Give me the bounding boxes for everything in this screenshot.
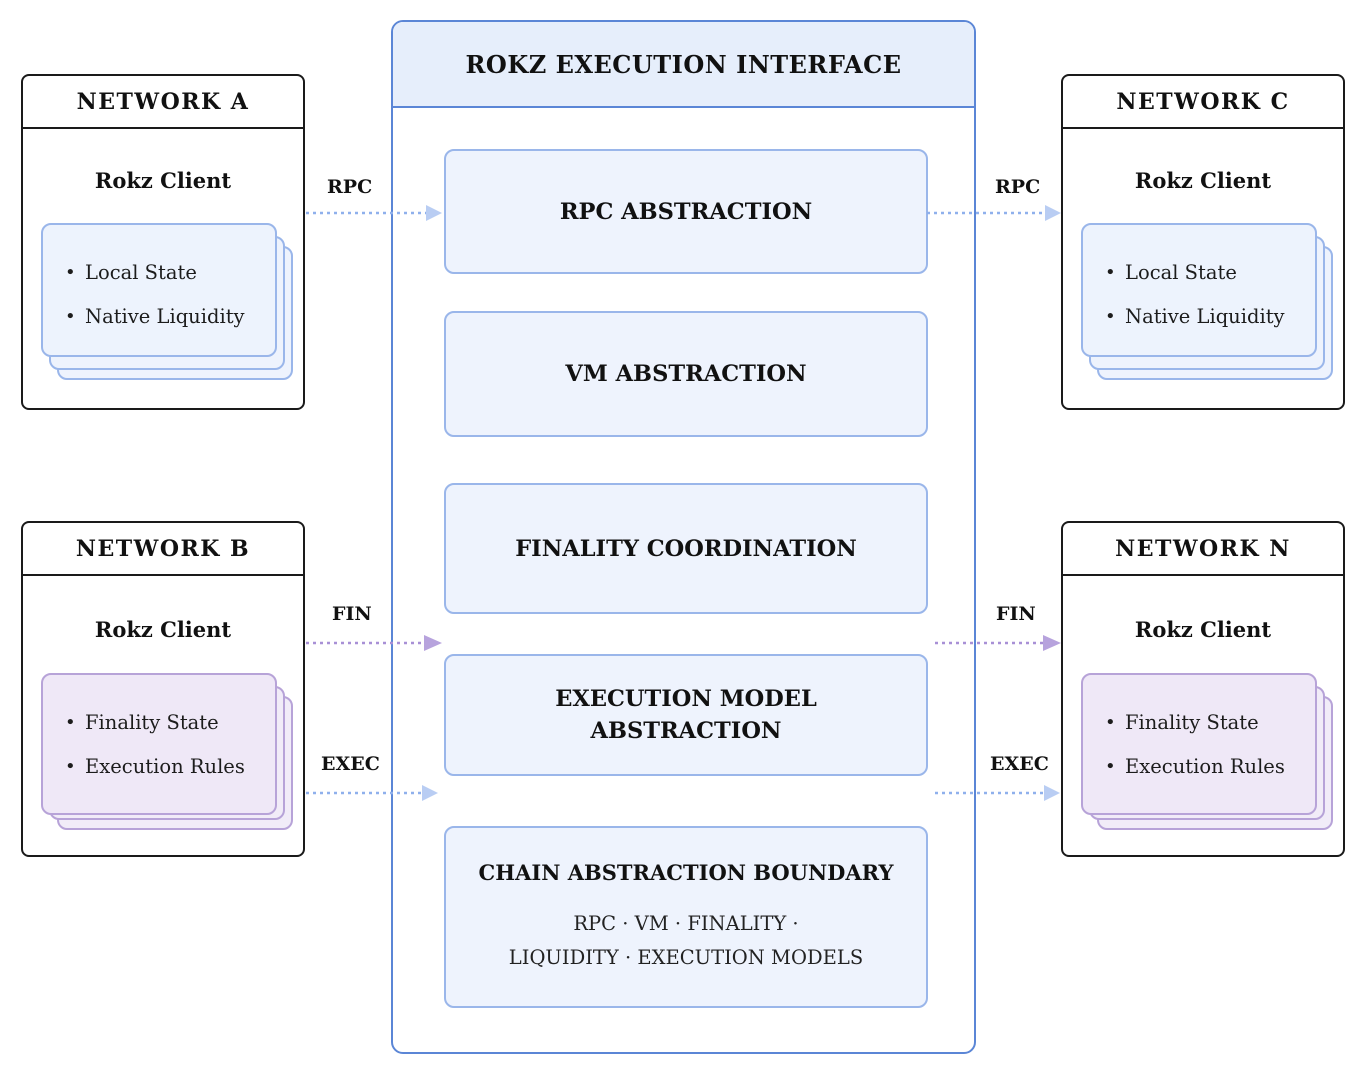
execution-interface-title: ROKZ EXECUTION INTERFACE: [393, 22, 974, 108]
fin-right-arrow-head: [1043, 635, 1061, 651]
execution-model-layer: EXECUTION MODEL ABSTRACTION: [444, 654, 928, 776]
network-b-item: Finality State: [65, 701, 275, 745]
rpc-left-label: RPC: [327, 176, 373, 198]
network-b-client-title: Rokz Client: [94, 617, 232, 642]
network-c-state-card: Local State Native Liquidity: [1081, 223, 1317, 357]
boundary-title: CHAIN ABSTRACTION BOUNDARY: [478, 859, 894, 885]
network-a-title: NETWORK A: [23, 76, 303, 129]
execution-interface-panel: ROKZ EXECUTION INTERFACE RPC ABSTRACTION…: [391, 20, 976, 1054]
rpc-right-arrow-head: [1045, 205, 1061, 221]
network-a-box: NETWORK A Rokz Client Local State Native…: [21, 74, 305, 410]
finality-coordination-title: FINALITY COORDINATION: [515, 535, 857, 562]
network-b-state-card: Finality State Execution Rules: [41, 673, 277, 815]
chain-abstraction-boundary: CHAIN ABSTRACTION BOUNDARY RPC · VM · FI…: [444, 826, 928, 1008]
boundary-scope-line2: LIQUIDITY · EXECUTION MODELS: [508, 945, 864, 969]
network-a-client-title: Rokz Client: [94, 168, 232, 193]
network-a-item: Local State: [65, 251, 275, 295]
execution-model-title-line2: ABSTRACTION: [590, 718, 782, 744]
fin-left-arrow-head: [424, 635, 442, 651]
exec-left-arrow-head: [422, 785, 438, 801]
finality-coordination-layer: FINALITY COORDINATION: [444, 483, 928, 614]
network-a-state-card: Local State Native Liquidity: [41, 223, 277, 357]
network-b-box: NETWORK B Rokz Client Finality State Exe…: [21, 521, 305, 857]
network-b-title: NETWORK B: [23, 523, 303, 576]
network-c-client-title: Rokz Client: [1134, 168, 1272, 193]
network-n-box: NETWORK N Rokz Client Finality State Exe…: [1061, 521, 1345, 857]
network-c-item: Native Liquidity: [1105, 295, 1315, 339]
network-c-item: Local State: [1105, 251, 1315, 295]
fin-right-label: FIN: [996, 603, 1036, 625]
network-n-title: NETWORK N: [1063, 523, 1343, 576]
network-b-item: Execution Rules: [65, 745, 275, 789]
network-c-box: NETWORK C Rokz Client Local State Native…: [1061, 74, 1345, 410]
fin-left-label: FIN: [332, 603, 372, 625]
boundary-scope-line1: RPC · VM · FINALITY ·: [573, 911, 799, 935]
exec-right-label: EXEC: [990, 753, 1049, 775]
execution-model-title-line1: EXECUTION MODEL: [555, 686, 817, 712]
network-n-client-title: Rokz Client: [1134, 617, 1272, 642]
vm-abstraction-layer: VM ABSTRACTION: [444, 311, 928, 437]
network-n-item: Finality State: [1105, 701, 1315, 745]
rpc-abstraction-title: RPC ABSTRACTION: [559, 198, 813, 225]
exec-right-arrow-head: [1044, 785, 1060, 801]
network-c-title: NETWORK C: [1063, 76, 1343, 129]
rpc-abstraction-layer: RPC ABSTRACTION: [444, 149, 928, 274]
rpc-right-label: RPC: [995, 176, 1041, 198]
vm-abstraction-title: VM ABSTRACTION: [565, 361, 807, 387]
network-n-item: Execution Rules: [1105, 745, 1315, 789]
rpc-left-arrow-head: [426, 205, 442, 221]
network-n-state-card: Finality State Execution Rules: [1081, 673, 1317, 815]
exec-left-label: EXEC: [321, 753, 380, 775]
network-a-item: Native Liquidity: [65, 295, 275, 339]
